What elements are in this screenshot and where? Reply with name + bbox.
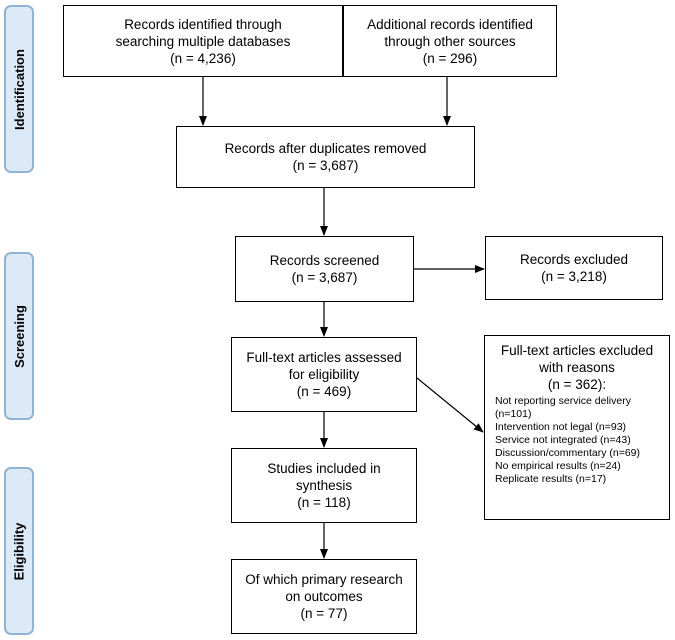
box-records-screened: Records screened (n = 3,687)	[235, 236, 414, 302]
box-studies-included: Studies included in synthesis (n = 118)	[231, 448, 417, 523]
phase-eligibility: Eligibility	[4, 467, 34, 635]
box-records-excluded: Records excluded (n = 3,218)	[485, 236, 663, 300]
box-records-databases: Records identified through searching mul…	[63, 5, 343, 77]
box-fulltext-excluded: Full-text articles excluded with reasons…	[484, 335, 670, 520]
box-duplicates-removed: Records after duplicates removed (n = 3,…	[176, 126, 475, 188]
box-fulltext-assessed: Full-text articles assessed for eligibil…	[231, 337, 417, 412]
box-records-other-sources: Additional records identified through ot…	[343, 5, 557, 77]
phase-identification: Identification	[4, 5, 34, 173]
box-primary-research: Of which primary research on outcomes (n…	[231, 559, 417, 634]
phase-screening: Screening	[4, 252, 34, 420]
exclusion-reasons: Not reporting service delivery (n=101) I…	[495, 395, 641, 485]
arrow-fulltext-to-excluded	[416, 377, 484, 433]
